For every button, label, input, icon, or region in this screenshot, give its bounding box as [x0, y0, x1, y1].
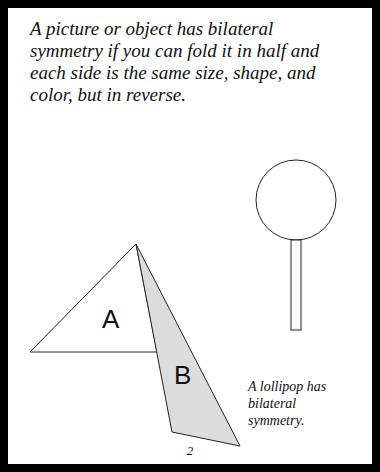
- lollipop-stick: [291, 240, 301, 330]
- triangle-half-a: A: [30, 244, 157, 352]
- triangle-outline: [136, 244, 240, 446]
- lollipop-note: A lollipop has bilateral symmetry.: [248, 378, 344, 429]
- triangle-shape: [136, 244, 240, 446]
- triangle-half-b: B: [136, 244, 240, 446]
- page-number: 2: [170, 443, 210, 458]
- part-letter: A: [102, 304, 119, 334]
- part-letter: B: [174, 360, 191, 390]
- triangle-shape: [30, 244, 157, 352]
- definition-text: A picture or object has bilateral symmet…: [30, 18, 330, 106]
- triangle-outline: [30, 244, 157, 352]
- lollipop-candy: [256, 160, 336, 240]
